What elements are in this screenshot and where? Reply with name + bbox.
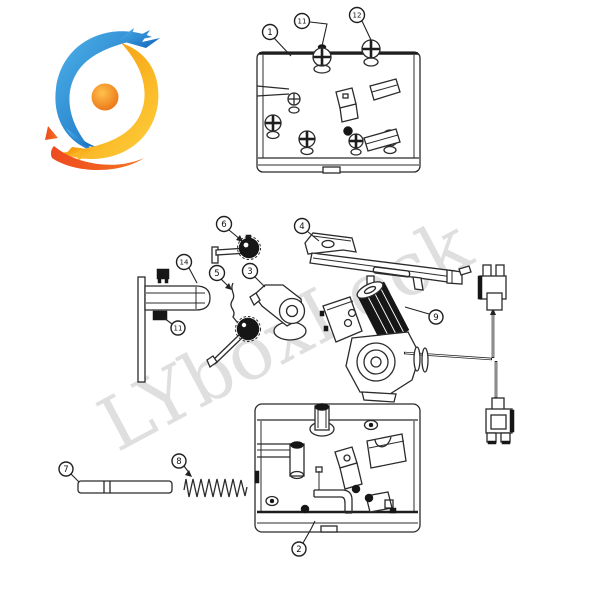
callout-part-3: 3 (241, 262, 266, 288)
svg-text:4: 4 (299, 222, 304, 232)
wire-harness (403, 264, 515, 445)
callout-part-2: 2 (291, 520, 316, 557)
logo-blue-tail (118, 28, 160, 48)
part-base-box (254, 403, 421, 533)
logo-blue-dragon (55, 31, 152, 151)
callout-part-1: 1 (261, 23, 292, 57)
latch-post (309, 403, 335, 437)
logo-orange-tail (62, 147, 96, 162)
svg-text:3: 3 (247, 267, 252, 277)
svg-text:5: 5 (214, 269, 219, 279)
svg-text:7: 7 (63, 465, 68, 475)
svg-text:6: 6 (221, 220, 226, 230)
part-spring-wire (206, 282, 261, 368)
brand-logo (45, 28, 160, 170)
screw-11-top (312, 44, 332, 74)
l-bracket (313, 466, 353, 514)
saddle-bracket (366, 433, 407, 469)
svg-text:8: 8 (176, 457, 181, 467)
screw-12-top (361, 39, 381, 67)
corner-parts (364, 491, 397, 514)
connector-plug-top (458, 264, 507, 311)
callout-part-6: 6 (215, 215, 243, 242)
svg-text:14: 14 (180, 259, 189, 267)
callout-part-14: 14 (175, 253, 198, 284)
cover-channel-bracket-bottom (363, 128, 401, 152)
callout-part-12: 12 (348, 6, 372, 41)
svg-text:9: 9 (433, 313, 438, 323)
part-bolt-bar-bracket (304, 232, 463, 291)
callout-part-9: 9 (404, 306, 444, 325)
part-cam-gear (211, 234, 261, 264)
part-lock-cylinder-housing (137, 268, 211, 383)
logo-orange-dragon (60, 43, 159, 159)
svg-text:12: 12 (353, 12, 362, 20)
logo-red-spark (45, 126, 58, 140)
cover-arm (256, 85, 301, 114)
screw-icon (264, 114, 282, 140)
screw-icon (298, 130, 316, 156)
svg-text:2: 2 (296, 545, 301, 555)
callout-part-11-top: 11 (293, 12, 328, 47)
logo-blue-fin (66, 128, 96, 147)
callout-part-4: 4 (293, 217, 320, 242)
connector-plug-bottom (485, 397, 515, 445)
svg-text:11: 11 (298, 18, 307, 26)
svg-text:1: 1 (267, 28, 272, 38)
part-coil-spring (183, 478, 248, 498)
callout-part-8: 8 (171, 453, 192, 477)
screw-icon (348, 133, 364, 156)
cover-channel-bracket-top (369, 78, 401, 101)
part-swing-lever (249, 284, 307, 341)
callout-part-7: 7 (58, 461, 80, 483)
callout-part-5: 5 (208, 264, 232, 290)
part-top-cover-box (256, 39, 421, 174)
logo-core-ball (91, 83, 119, 111)
part-motor (319, 275, 421, 403)
cover-strip-bracket (335, 87, 359, 123)
svg-text:11: 11 (174, 325, 183, 333)
center-strip (334, 446, 363, 494)
guide-channel (257, 441, 305, 480)
logo-red-swoosh (50, 146, 144, 170)
part-link-rod (77, 480, 173, 494)
callout-part-11-plate: 11 (163, 317, 186, 336)
microswitch (319, 296, 363, 343)
small-dark-screw (343, 126, 353, 136)
